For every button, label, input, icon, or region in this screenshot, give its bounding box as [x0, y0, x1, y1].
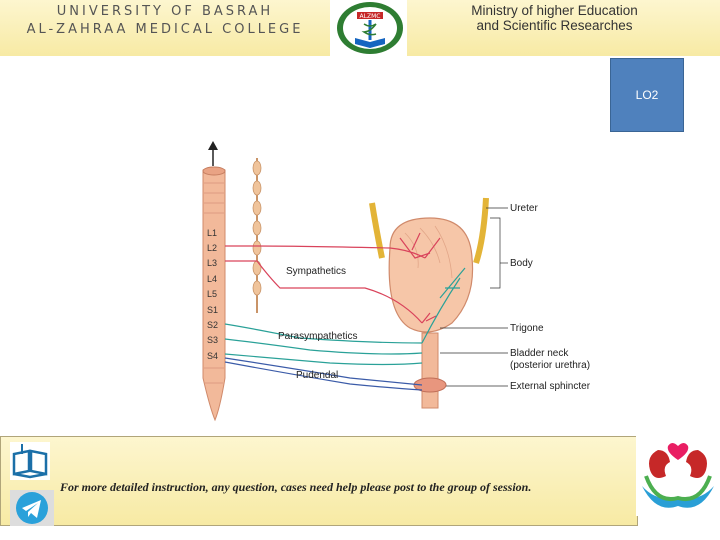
- logo-text: ALZMC: [360, 13, 381, 20]
- label-sympathetics: Sympathetics: [286, 266, 346, 277]
- level-l3: L3: [207, 258, 217, 268]
- level-l4: L4: [207, 274, 217, 284]
- level-l5: L5: [207, 289, 217, 299]
- label-bladder-neck: Bladder neck: [510, 348, 569, 359]
- kidney-care-logo: [636, 436, 720, 516]
- label-trigone: Trigone: [510, 323, 544, 334]
- ureter-right: [473, 197, 489, 264]
- level-l2: L2: [207, 243, 217, 253]
- urethra: [421, 332, 439, 409]
- ureter-left: [369, 202, 385, 259]
- level-s3: S3: [207, 335, 218, 345]
- label-body: Body: [510, 258, 533, 269]
- bladder-innervation-diagram: L1 L2 L3 L4 L5 S1 S2 S3 S4: [202, 141, 591, 422]
- spinal-level-labels: L1 L2 L3 L4 L5 S1 S2 S3 S4: [207, 228, 218, 361]
- college-name: AL-ZAHRAA MEDICAL COLLEGE: [26, 22, 304, 37]
- ministry-line-2: and Scientific Researches: [476, 18, 633, 33]
- label-pudendal: Pudendal: [296, 370, 338, 381]
- label-posterior-urethra: (posterior urethra): [510, 360, 590, 371]
- college-logo: ALZMC: [333, 0, 407, 56]
- parasympathetic-nerves: [224, 267, 466, 366]
- level-s1: S1: [207, 305, 218, 315]
- telegram-icon[interactable]: [10, 490, 54, 526]
- university-name: UNIVERSITY OF BASRAH: [56, 4, 274, 19]
- label-parasympathetics: Parasympathetics: [278, 331, 357, 342]
- bladder-body: [388, 217, 474, 333]
- label-external-sphincter: External sphincter: [510, 381, 591, 392]
- pudendal-nerve: [224, 357, 423, 391]
- header-banner-right: [407, 0, 720, 56]
- sympathetic-chain: [252, 158, 262, 313]
- level-s2: S2: [207, 320, 218, 330]
- level-s4: S4: [207, 351, 218, 361]
- level-l1: L1: [207, 228, 217, 238]
- ministry-line-1: Ministry of higher Education: [471, 3, 638, 18]
- footer-instruction-text: For more detailed instruction, any quest…: [60, 480, 532, 494]
- lo-badge-label: LO2: [635, 88, 659, 102]
- leader-lines: [440, 207, 508, 387]
- label-ureter: Ureter: [510, 203, 538, 214]
- book-icon[interactable]: [10, 442, 50, 480]
- sympathetic-nerves: [225, 232, 441, 324]
- external-sphincter: [413, 377, 447, 393]
- lo-badge[interactable]: LO2: [610, 58, 684, 132]
- footer-bar: [0, 436, 638, 526]
- header-banner-left: [0, 0, 330, 56]
